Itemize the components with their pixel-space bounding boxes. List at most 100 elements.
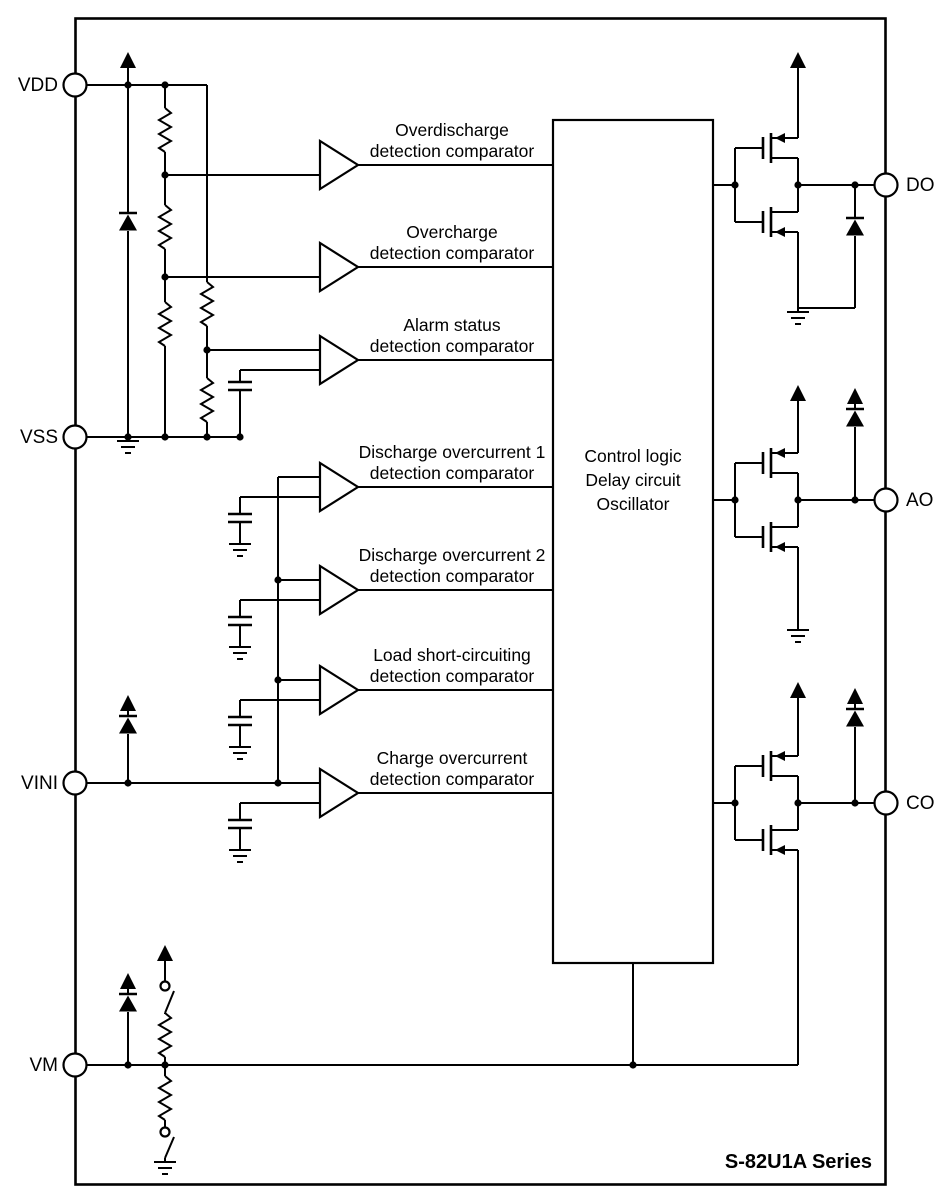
junction-dot — [236, 433, 244, 441]
section-vini — [86, 476, 320, 863]
junction-dot — [629, 1061, 637, 1069]
pmos-icon — [761, 446, 800, 480]
junction-dot — [124, 779, 132, 787]
pin-co: CO — [873, 790, 935, 816]
power-arrow-icon — [790, 385, 806, 401]
junction-dot — [851, 496, 859, 504]
comparator-label: detection comparator — [370, 566, 535, 586]
capacitor-icon — [226, 615, 254, 627]
wire — [713, 401, 877, 626]
power-arrow-icon — [157, 945, 173, 961]
junction-dot — [203, 346, 211, 354]
junction-dot — [274, 676, 282, 684]
junction-dot — [851, 799, 859, 807]
comparator-triangle — [318, 334, 360, 386]
wire — [86, 476, 320, 846]
pin-do: DO — [873, 172, 935, 198]
junction-dot — [274, 576, 282, 584]
pin-label: VDD — [18, 75, 58, 96]
comparator-label: detection comparator — [370, 336, 535, 356]
capacitor-icon — [226, 715, 254, 727]
capacitor-icon — [226, 512, 254, 524]
junction-dot — [731, 799, 739, 807]
junction-dot — [794, 799, 802, 807]
outer-border — [74, 17, 887, 1186]
junction-dot — [124, 1061, 132, 1069]
comparator-triangle — [318, 564, 360, 616]
comparator-label: detection comparator — [370, 141, 535, 161]
comparator-charge-overcurrent: Charge overcurrent detection comparator — [318, 748, 535, 819]
comparator-overdischarge: Overdischarge detection comparator — [318, 120, 535, 191]
junction-dot — [161, 1061, 169, 1069]
comparator-label: detection comparator — [370, 666, 535, 686]
junction-dot — [794, 496, 802, 504]
switch-terminal-icon — [159, 1126, 171, 1138]
pin-ao: AO — [873, 487, 933, 513]
comparator-triangle — [318, 241, 360, 293]
section-vdd-vss — [86, 52, 320, 454]
comparator-triangle — [318, 461, 360, 513]
nmos-icon — [761, 823, 800, 857]
resistor-icon — [158, 204, 172, 250]
resistor-icon — [158, 107, 172, 153]
comparator-alarm-status: Alarm status detection comparator — [318, 315, 535, 386]
control-block-box — [551, 118, 715, 965]
pin-label: VINI — [21, 773, 58, 794]
comparator-label: Alarm status — [403, 315, 500, 335]
resistor-icon — [158, 1012, 172, 1058]
comparator-label: Discharge overcurrent 2 — [359, 545, 546, 565]
junction-dot — [124, 81, 132, 89]
comparator-label: Overcharge — [406, 222, 497, 242]
pin-label: AO — [906, 490, 933, 511]
junction-dot — [124, 433, 132, 441]
comparator-label: Discharge overcurrent 1 — [359, 442, 546, 462]
comparator-triangle — [318, 664, 360, 716]
series-title: S-82U1A Series — [725, 1151, 872, 1173]
comparator-label: Overdischarge — [395, 120, 509, 140]
junction-dot — [161, 81, 169, 89]
power-arrow-icon — [120, 52, 136, 68]
comparator-overcharge: Overcharge detection comparator — [318, 222, 534, 293]
ground-icon — [228, 642, 252, 660]
power-arrow-icon — [120, 695, 136, 711]
diode-icon — [844, 407, 866, 428]
power-arrow-icon — [847, 688, 863, 704]
ground-icon — [153, 1157, 177, 1175]
junction-dot — [161, 171, 169, 179]
pin-vm: VM — [30, 1052, 88, 1078]
junction-dot — [851, 181, 859, 189]
comparator-label: detection comparator — [370, 769, 535, 789]
resistor-icon — [200, 377, 214, 423]
pin-terminal — [62, 424, 88, 450]
pin-label: VSS — [20, 427, 58, 448]
control-block-label-line1: Control logic — [584, 446, 682, 466]
pin-vini: VINI — [21, 770, 88, 796]
power-arrow-icon — [790, 682, 806, 698]
comparator-label: detection comparator — [370, 463, 535, 483]
nmos-icon — [761, 205, 800, 239]
power-arrow-icon — [790, 52, 806, 68]
pin-label: CO — [906, 793, 935, 814]
pin-terminal — [62, 1052, 88, 1078]
diode-icon — [844, 707, 866, 728]
power-arrow-icon — [120, 973, 136, 989]
power-arrow-icon — [847, 388, 863, 404]
pmos-icon — [761, 749, 800, 783]
control-block-label-line2: Delay circuit — [585, 470, 680, 490]
comparators: Overdischarge detection comparator Overc… — [318, 120, 553, 819]
ground-icon — [786, 625, 810, 643]
control-block-label-line3: Oscillator — [597, 494, 670, 514]
comparator-triangle — [318, 767, 360, 819]
switch-terminal-icon — [159, 980, 171, 992]
pin-label: DO — [906, 175, 935, 196]
pin-terminal — [62, 770, 88, 796]
comparator-load-short-circuiting: Load short-circuiting detection comparat… — [318, 645, 535, 716]
junction-dot — [274, 779, 282, 787]
pin-terminal — [62, 72, 88, 98]
wire — [86, 961, 798, 1159]
pin-terminal — [873, 172, 899, 198]
ground-icon — [228, 845, 252, 863]
wire — [713, 698, 877, 1065]
pin-terminal — [873, 487, 899, 513]
junction-dot — [161, 433, 169, 441]
